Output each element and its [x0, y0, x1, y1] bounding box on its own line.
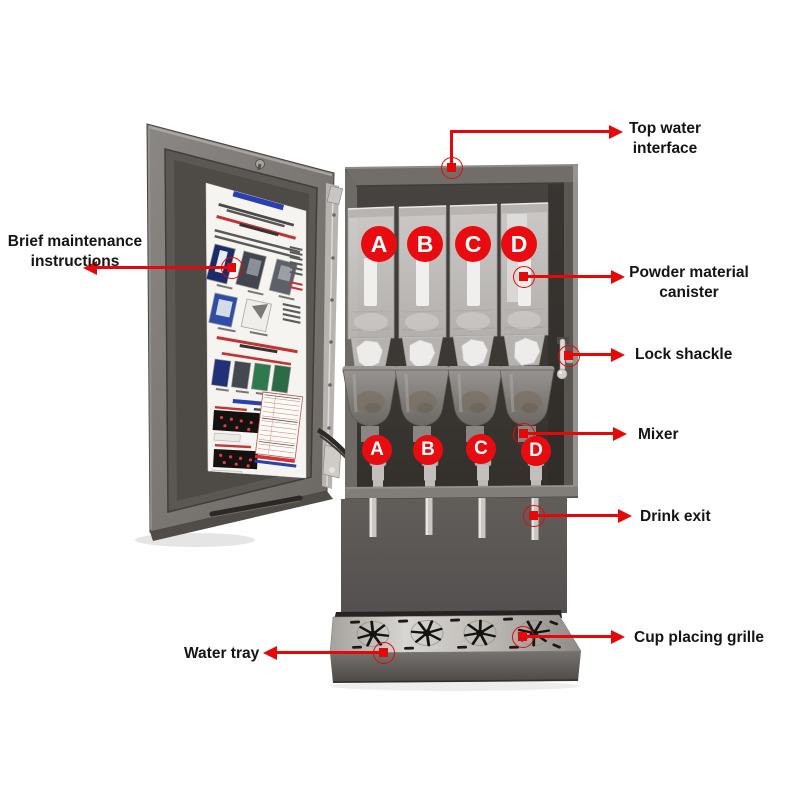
callout-arrow-mixer: [527, 432, 614, 435]
tray-front: [330, 651, 581, 683]
label-lock-shackle: Lock shackle: [635, 346, 733, 363]
lower-cabinet-front: [341, 497, 567, 616]
label-cup-grille: Cup placing grille: [634, 629, 765, 646]
label-drink-exit: Drink exit: [640, 508, 711, 525]
canister-badge-d: D: [501, 226, 537, 262]
callout-arrowhead-top-water: [609, 124, 623, 139]
canister-badge-c: C: [455, 226, 491, 262]
canister-outlets: [355, 337, 541, 369]
callout-arrow-brief-maintenance: [96, 266, 230, 269]
label-water-tray: Water tray: [184, 645, 260, 662]
callout-arrow-drink-exit: [537, 514, 619, 517]
callout-arrow-top-water: [450, 130, 610, 133]
mixer-badge-b: B: [413, 435, 443, 465]
mixer-badge-a: A: [362, 435, 392, 465]
callout-arrow-water-tray: [276, 651, 380, 654]
callout-arrow-cup-grille: [527, 635, 612, 638]
door-hinge: [316, 183, 358, 489]
canister-badge-b: B: [407, 226, 443, 262]
canister-badge-a: A: [361, 226, 397, 262]
label-brief-maintenance: Brief maintenance instructions: [7, 233, 143, 270]
callout-arrow-top-water-vertical: [450, 131, 453, 164]
callout-arrowhead-cup-grille: [611, 629, 625, 644]
callout-arrow-lock-shackle: [572, 353, 612, 356]
mixer-badge-d: D: [521, 436, 551, 466]
compartment-shelf: [345, 485, 578, 500]
door: [135, 123, 335, 547]
callout-arrowhead-drink-exit: [618, 508, 632, 523]
callout-arrowhead-lock-shackle: [611, 347, 625, 362]
callout-marker-lock-shackle: [558, 345, 580, 367]
callout-arrowhead-water-tray: [263, 645, 277, 660]
callout-arrowhead-mixer: [613, 426, 627, 441]
door-handle-groove: [209, 495, 303, 517]
placard-content: [206, 191, 304, 478]
mixer-cups: [342, 366, 555, 442]
label-mixer: Mixer: [638, 426, 679, 443]
callout-arrowhead-powder-canister: [611, 269, 625, 284]
callout-arrowhead-brief-maintenance: [83, 260, 97, 275]
label-powder-canister: Powder material canister: [629, 264, 749, 301]
mixer-badge-c: C: [466, 434, 496, 464]
label-top-water: Top water interface: [628, 120, 702, 157]
callout-arrow-powder-canister: [528, 275, 612, 278]
